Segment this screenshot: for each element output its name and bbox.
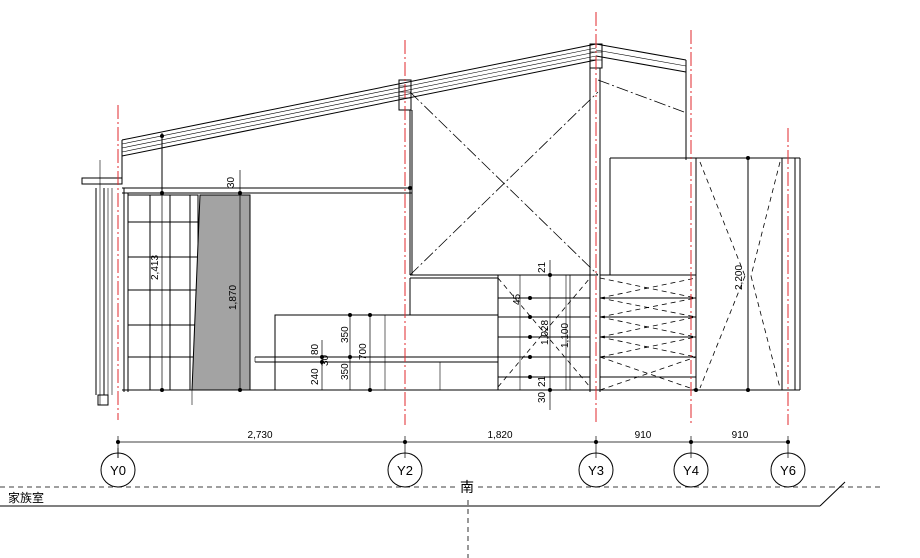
tall-cabinet [609,157,801,391]
axis-label: Y2 [397,463,413,478]
compass-south-label: 南 [460,480,474,496]
dim-label: 350 [340,363,351,380]
dim-label: 700 [358,343,369,360]
span-label: 910 [732,430,749,441]
ceiling-beam [122,60,687,276]
axis-bubble-y0: Y0 [100,452,136,488]
dim-label: 1,028 [540,320,551,345]
axis-bubble-y2: Y2 [387,452,423,488]
dim-label: 80 [310,343,321,355]
dim-label: 21 [537,375,548,387]
span-label: 910 [635,430,652,441]
left-window-wall [81,160,251,406]
axis-label: Y4 [683,463,699,478]
dim-label: 240 [310,368,321,385]
dim-label: 1,870 [228,285,239,310]
dim-label: 30 [537,391,548,403]
dimension-line [116,436,790,458]
dim-label: 2,200 [734,265,745,290]
axis-bubble-y3: Y3 [578,452,614,488]
axis-label: Y6 [780,463,796,478]
span-label: 2,730 [247,430,272,441]
span-label: 1,820 [487,430,512,441]
dim-label: 1,100 [560,323,571,348]
dim-label: 45 [512,293,523,305]
axis-label: Y3 [588,463,604,478]
dim-label: 350 [340,326,351,343]
dim-dots [160,134,750,392]
section-cut-line [0,481,880,558]
shelf-unit-right [589,68,697,392]
room-label: 家族室 [8,490,44,505]
axis-bubble-y6: Y6 [770,452,806,488]
dim-label: 21 [537,261,548,273]
dim-label: 2,413 [150,255,161,280]
grey-wall-panel [191,194,251,391]
bench-unit [240,277,499,391]
axis-label: Y0 [110,463,126,478]
shelf-unit-left [497,274,591,391]
dim-label: 30 [226,176,237,188]
axis-bubble-y4: Y4 [673,452,709,488]
dim-label: 30 [320,354,331,366]
roof [121,43,687,178]
